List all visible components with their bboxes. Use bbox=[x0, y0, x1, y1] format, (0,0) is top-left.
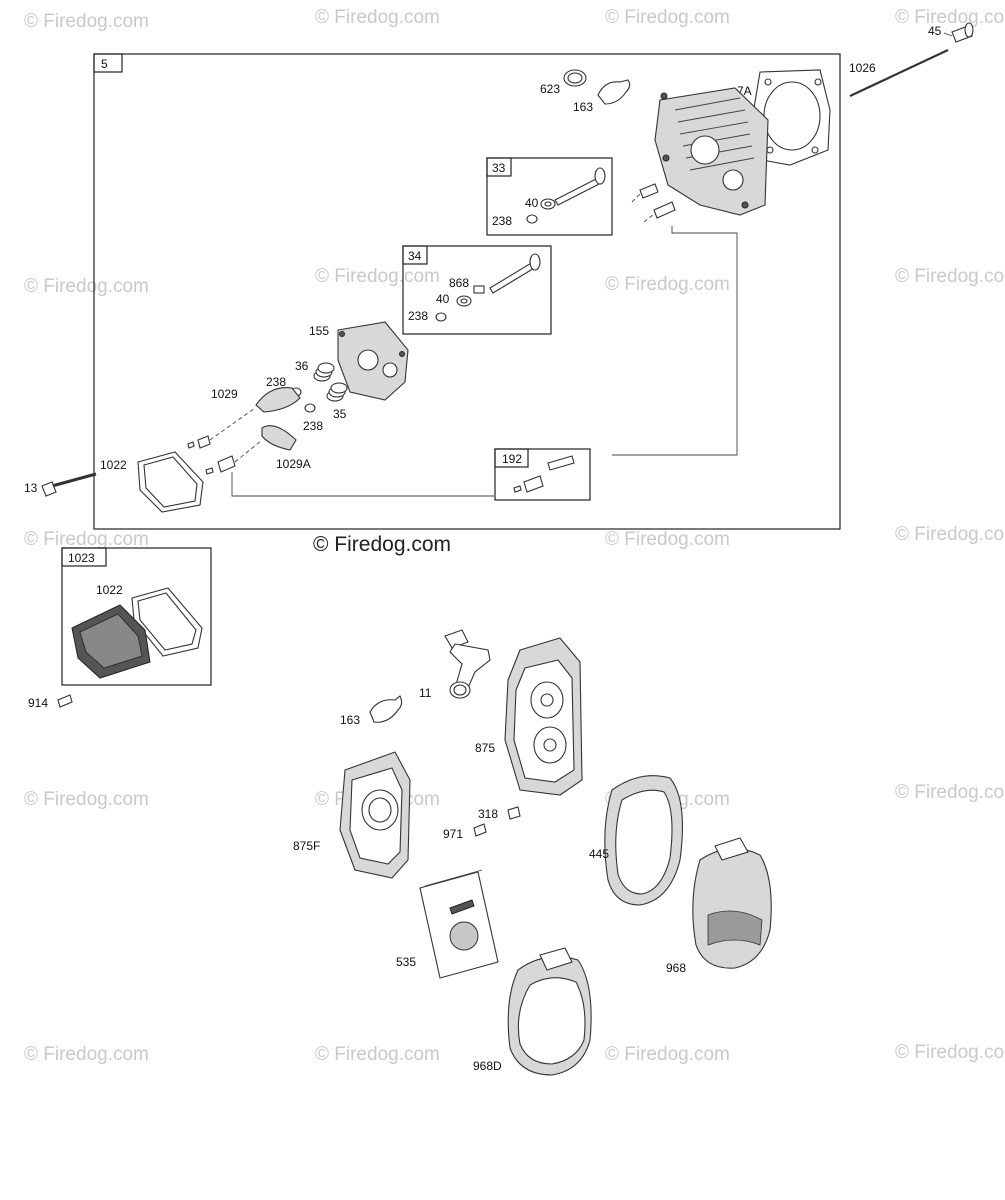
watermark: © Firedog.com bbox=[895, 266, 1005, 287]
part-rocker-pivots bbox=[187, 407, 263, 475]
watermark: © Firedog.com bbox=[315, 7, 440, 28]
group-label-34: 34 bbox=[408, 249, 422, 263]
part-968D-cover: 968D bbox=[473, 947, 592, 1076]
watermark: © Firedog.com bbox=[895, 7, 1005, 28]
part-914-screw: 914 bbox=[28, 694, 73, 710]
callout-35: 35 bbox=[333, 407, 347, 421]
part-7A-head-gasket: 7A bbox=[737, 69, 831, 166]
part-1029-rocker-arm: 1029 bbox=[211, 387, 301, 413]
group-label-1023: 1023 bbox=[68, 551, 95, 565]
callout-968D: 968D bbox=[473, 1059, 502, 1073]
callout-238-c: 238 bbox=[266, 375, 286, 389]
callout-40-b: 40 bbox=[436, 292, 450, 306]
watermark-main: © Firedog.com bbox=[313, 533, 451, 556]
group-label-192: 192 bbox=[502, 452, 522, 466]
part-968-cover: 968 bbox=[666, 837, 772, 975]
callout-11: 11 bbox=[419, 686, 432, 700]
part-875-filter-base: 875 bbox=[475, 637, 583, 796]
callout-968: 968 bbox=[666, 961, 686, 975]
callout-1029A: 1029A bbox=[276, 457, 311, 471]
group-box-5: 5 bbox=[93, 53, 841, 530]
callout-155: 155 bbox=[309, 324, 329, 338]
callout-238-a: 238 bbox=[492, 214, 512, 228]
callout-318: 318 bbox=[478, 807, 498, 821]
part-45-pin: 45 bbox=[928, 22, 974, 43]
part-155-rocker-housing: 155 bbox=[309, 321, 409, 401]
group-label-33: 33 bbox=[492, 161, 506, 175]
part-36-spring: 36 bbox=[295, 359, 335, 382]
callout-1022-b: 1022 bbox=[96, 583, 123, 597]
part-13-bolt: 13 bbox=[24, 472, 97, 497]
watermark: © Firedog.com bbox=[605, 7, 730, 28]
watermark: © Firedog.com bbox=[605, 529, 730, 550]
callout-535: 535 bbox=[396, 955, 416, 969]
part-971-screw: 971 bbox=[443, 823, 487, 841]
group-box-33: 33 40 238 bbox=[486, 157, 613, 236]
callout-623: 623 bbox=[540, 82, 560, 96]
part-163-gasket-top: 163 bbox=[573, 79, 631, 114]
callout-13: 13 bbox=[24, 481, 38, 495]
part-318-nut: 318 bbox=[478, 806, 521, 821]
part-535-precleaner: 535 bbox=[396, 869, 499, 979]
watermark: © Firedog.com bbox=[315, 1044, 440, 1065]
callout-1029: 1029 bbox=[211, 387, 238, 401]
callout-868: 868 bbox=[449, 276, 469, 290]
callout-1022-a: 1022 bbox=[100, 458, 127, 472]
watermark: © Firedog.com bbox=[24, 11, 149, 32]
watermark: © Firedog.com bbox=[24, 276, 149, 297]
part-head-studs bbox=[631, 183, 676, 223]
callout-875: 875 bbox=[475, 741, 495, 755]
callout-875F: 875F bbox=[293, 839, 320, 853]
watermark: © Firedog.com bbox=[315, 266, 440, 287]
group-label-5: 5 bbox=[101, 57, 108, 71]
part-cylinder-head bbox=[654, 87, 769, 216]
part-1029A-rocker-arm: 1029A bbox=[261, 425, 311, 471]
callout-163-top: 163 bbox=[573, 100, 593, 114]
callout-971: 971 bbox=[443, 827, 463, 841]
part-445-filter-element: 445 bbox=[589, 775, 684, 906]
group-box-1023: 1023 1022 bbox=[61, 547, 212, 686]
watermark: © Firedog.com bbox=[895, 1042, 1005, 1063]
watermark: © Firedog.com bbox=[605, 274, 730, 295]
watermark: © Firedog.com bbox=[895, 782, 1005, 803]
callout-163-mid: 163 bbox=[340, 713, 360, 727]
callout-445: 445 bbox=[589, 847, 609, 861]
callout-45: 45 bbox=[928, 24, 942, 38]
callout-1026: 1026 bbox=[849, 61, 876, 75]
callout-914: 914 bbox=[28, 696, 48, 710]
watermark: © Firedog.com bbox=[605, 1044, 730, 1065]
group-box-192: 192 bbox=[494, 448, 591, 501]
watermark-layer: © Firedog.com © Firedog.com © Firedog.co… bbox=[24, 7, 1005, 1065]
callout-238-b: 238 bbox=[408, 309, 428, 323]
callout-40-a: 40 bbox=[525, 196, 539, 210]
part-238-seal: 238 bbox=[303, 403, 323, 433]
group-box-34: 34 868 40 238 bbox=[402, 245, 552, 335]
watermark: © Firedog.com bbox=[24, 789, 149, 810]
callout-238-d: 238 bbox=[303, 419, 323, 433]
part-1022-gasket: 1022 bbox=[100, 451, 204, 513]
part-623-oring: 623 bbox=[540, 69, 587, 96]
part-875F-filter-base: 875F bbox=[293, 751, 411, 879]
part-1026-rod: 1026 bbox=[849, 49, 949, 97]
part-35-spring: 35 bbox=[326, 382, 348, 421]
leader-lines bbox=[231, 226, 738, 497]
callout-36: 36 bbox=[295, 359, 309, 373]
watermark: © Firedog.com bbox=[895, 524, 1005, 545]
watermark: © Firedog.com bbox=[24, 529, 149, 550]
watermark: © Firedog.com bbox=[24, 1044, 149, 1065]
part-163-gasket-mid: 163 bbox=[340, 695, 403, 727]
part-11-breather-tube: 11 bbox=[419, 629, 491, 700]
